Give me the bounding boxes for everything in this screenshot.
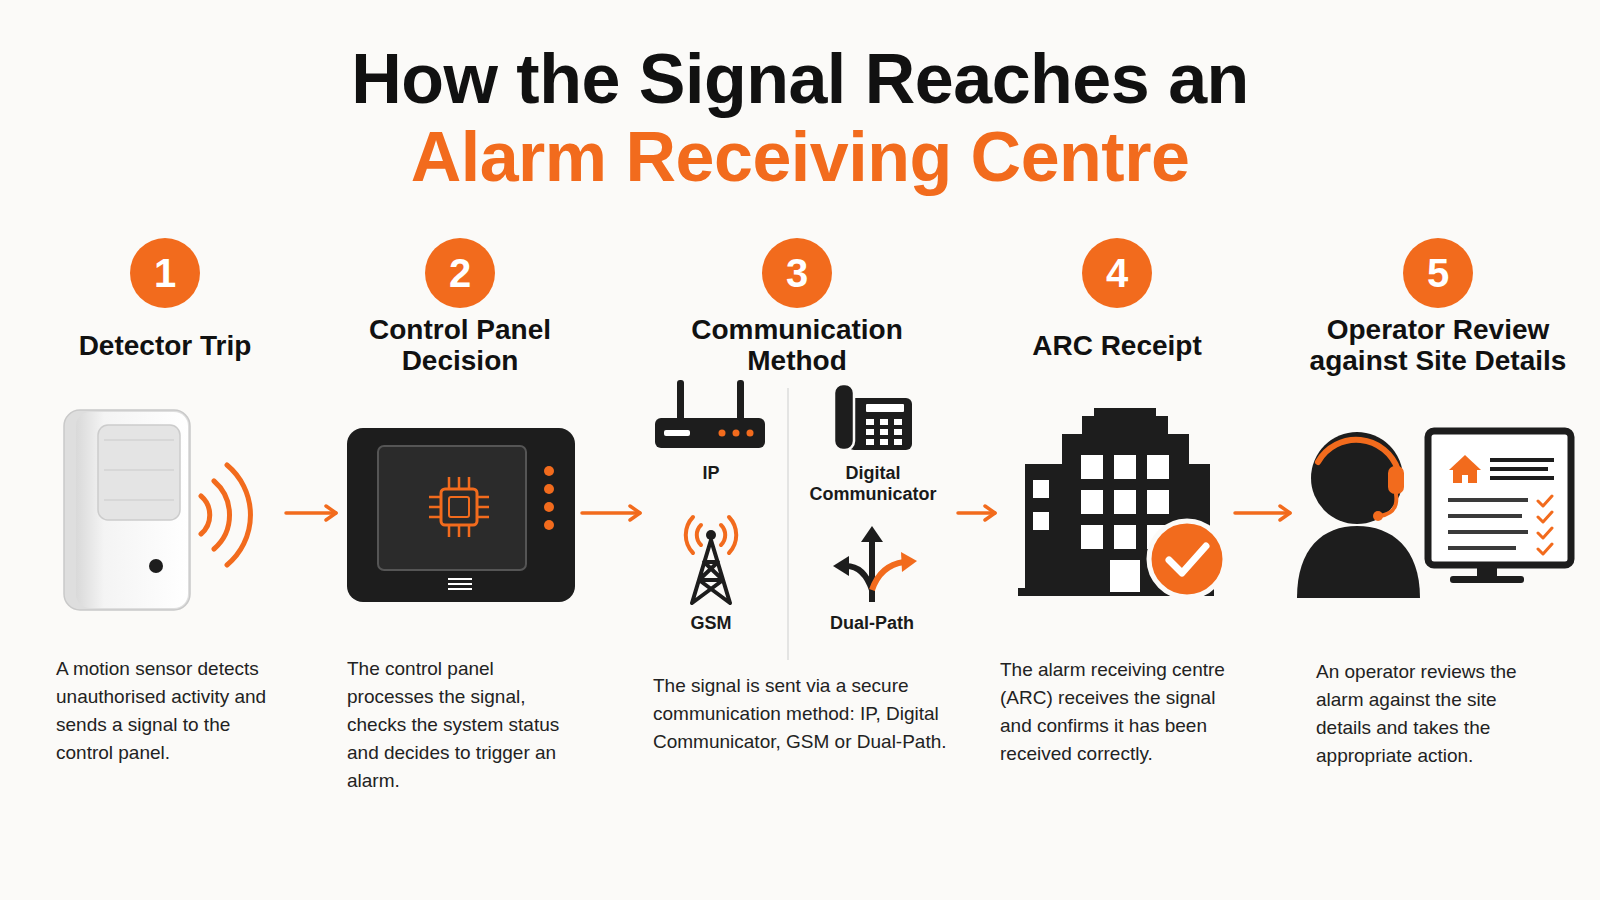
path-arrow-shaft — [846, 566, 872, 590]
check-mark — [1169, 546, 1206, 573]
screen-text-lines — [1490, 458, 1554, 480]
router-led — [747, 430, 754, 437]
operator-body — [1297, 526, 1420, 598]
building-windows — [1033, 455, 1169, 549]
flow-arrow — [286, 511, 336, 515]
signal-wave — [201, 496, 210, 534]
radio-wave — [686, 517, 736, 553]
lens-ridge — [104, 440, 174, 500]
status-led — [544, 484, 554, 494]
router-icon — [655, 380, 765, 448]
method-label: GSM — [666, 613, 756, 634]
phone-display — [866, 404, 904, 412]
phone-base — [848, 398, 912, 450]
path-arrow-head — [861, 526, 883, 542]
diagram-title: How the Signal Reaches an Alarm Receivin… — [300, 40, 1300, 196]
step-number: 3 — [762, 238, 832, 308]
check-badge — [1149, 521, 1225, 597]
dual-path-icon — [833, 526, 917, 602]
headset-mic-tip — [1373, 511, 1383, 521]
phone-keypad — [866, 419, 902, 445]
method-label: Digital Communicator — [803, 463, 943, 505]
motion-sensor-icon — [64, 410, 250, 610]
sensor-led — [149, 559, 163, 573]
process-step: 2Control Panel DecisionThe control panel… — [336, 230, 582, 790]
path-arrow-shaft — [869, 540, 875, 602]
signal-wave — [214, 481, 230, 549]
process-step: 3Communication MethodThe signal is sent … — [640, 230, 958, 790]
panel-grille — [448, 579, 472, 589]
flow-arrow — [582, 511, 640, 515]
router-led — [733, 430, 740, 437]
phone-handset — [834, 384, 854, 450]
panel-screen — [378, 446, 526, 570]
control-panel-icon — [347, 428, 575, 602]
house-roof — [1449, 455, 1481, 470]
signal-wave — [227, 465, 250, 565]
step-heading: Detector Trip — [50, 305, 280, 385]
sensor-lens — [98, 425, 180, 520]
path-arrow-head — [901, 552, 917, 572]
step-heading: Operator Review against Site Details — [1293, 305, 1583, 385]
flow-arrow — [1235, 511, 1290, 515]
method-label: IP — [676, 463, 746, 484]
status-led — [544, 520, 554, 530]
process-step: 1Detector TripA motion sensor detects un… — [50, 230, 286, 790]
router-antenna — [677, 380, 684, 422]
operator-head — [1311, 432, 1403, 524]
divider-line — [787, 388, 789, 660]
path-arrow-head — [833, 556, 849, 576]
monitor-base — [1450, 576, 1524, 583]
step-number: 5 — [1403, 238, 1473, 308]
path-arrow-shaft — [872, 562, 904, 590]
building-door — [1110, 560, 1140, 592]
chip-pins — [429, 477, 489, 537]
method-label: Dual-Path — [812, 613, 932, 634]
step-description: The alarm receiving centre (ARC) receive… — [1000, 656, 1235, 768]
process-step: 4ARC ReceiptThe alarm receiving centre (… — [995, 230, 1235, 790]
step-number: 1 — [130, 238, 200, 308]
gsm-tower-icon — [686, 517, 736, 603]
step-number: 4 — [1082, 238, 1152, 308]
status-led — [544, 502, 554, 512]
monitor-frame — [1428, 431, 1571, 565]
step-description: A motion sensor detects unauthorised act… — [56, 655, 292, 767]
tower-lattice — [692, 540, 730, 603]
checklist-ticks — [1538, 496, 1552, 554]
process-step: 5Operator Review against Site Details An … — [1290, 230, 1590, 790]
step-heading: Control Panel Decision — [340, 305, 580, 385]
telephone-icon — [834, 384, 912, 450]
step-number: 2 — [425, 238, 495, 308]
sensor-face — [76, 412, 188, 608]
sensor-body — [64, 410, 190, 610]
building-icon — [1018, 408, 1225, 597]
step-description: An operator reviews the alarm against th… — [1316, 658, 1546, 770]
building-cap — [1082, 416, 1168, 436]
router-panel — [664, 430, 690, 436]
chip-outline — [441, 489, 477, 525]
headset-mic — [1380, 494, 1396, 516]
router-led — [719, 430, 726, 437]
checklist-lines — [1448, 498, 1528, 550]
step-heading: Communication Method — [667, 305, 927, 385]
flow-arrow — [958, 511, 995, 515]
house-body — [1453, 468, 1477, 483]
step-description: The control panel processes the signal, … — [347, 655, 579, 795]
router-body — [655, 418, 765, 448]
status-led — [544, 466, 554, 476]
headset-earcup — [1388, 466, 1404, 494]
chip-core — [449, 497, 469, 517]
router-antenna — [737, 380, 744, 422]
panel-body — [347, 428, 575, 602]
step-heading: ARC Receipt — [999, 305, 1235, 385]
headset-band — [1318, 440, 1398, 470]
step-description: The signal is sent via a secure communic… — [653, 672, 958, 756]
operator-icon — [1297, 431, 1571, 598]
